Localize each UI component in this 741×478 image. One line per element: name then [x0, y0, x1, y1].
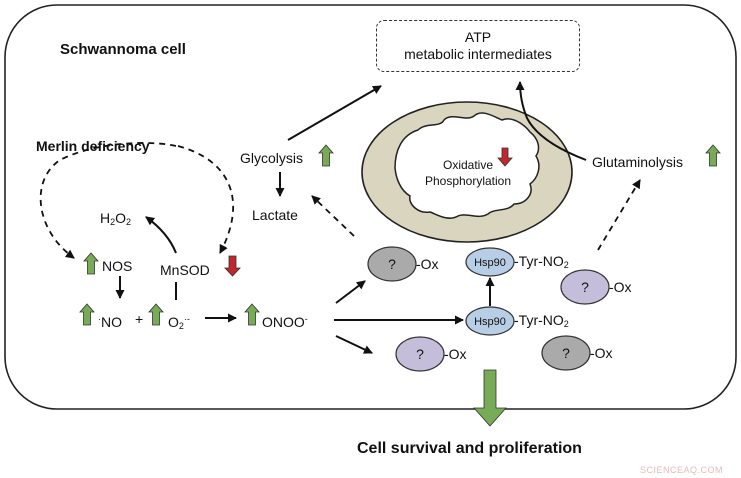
dashed-arrow-merlin-to-nos [39, 142, 177, 259]
mitochondrion-cristae [394, 112, 540, 219]
tyr-no2-label-bottom: -Tyr-NO2 [514, 312, 569, 332]
down-arrow-icon-oxphos [497, 147, 513, 167]
up-arrow-icon-onoo [244, 303, 260, 326]
down-arrow-icon-mnsod [224, 255, 241, 277]
up-arrow-icon-nos [83, 252, 99, 275]
unknown-target-1 [367, 246, 417, 282]
unknown-label-1: ? [388, 256, 396, 272]
unknown-label-2: ? [581, 279, 589, 295]
unknown-label-4: ? [562, 345, 570, 361]
tyr-no2-sub-top: 2 [563, 260, 569, 270]
superoxide-sup: ·- [183, 314, 190, 324]
ox-label-1: -Ox [416, 256, 439, 272]
up-arrow-icon-no [79, 303, 95, 326]
unknown-target-4 [541, 335, 591, 371]
up-arrow-icon-glutaminolysis [705, 144, 721, 167]
dashed-arrow-to-glycolysis [311, 195, 355, 237]
survival-arrow-icon [473, 369, 507, 427]
dashed-arrow-merlin-to-mnsod [177, 145, 235, 254]
cell-survival-label: Cell survival and proliferation [357, 440, 582, 457]
arrow-glycolysis-to-atp [287, 85, 382, 141]
h2o2-sub1: 2 [110, 217, 116, 227]
tyr-no2-sub-bottom: 2 [563, 319, 569, 329]
oxphos-line2: Phosphorylation [424, 174, 512, 188]
dashed-arrow-to-glutaminolysis [597, 179, 641, 251]
hsp90-ellipse-top [465, 247, 515, 277]
watermark: SCIENCEAQ.COM [640, 465, 724, 475]
glutaminolysis-label: Glutaminolysis [592, 154, 684, 170]
merlin-deficiency-label: Merlin deficiency [36, 138, 150, 154]
peroxynitrite-label: ONOO- [262, 311, 308, 330]
arrow-glutaminolysis-to-atp [515, 81, 587, 161]
atp-label: ATP [464, 29, 492, 45]
h2o2-label: H2O2 [100, 210, 131, 230]
onoo-sup: - [304, 314, 308, 324]
atp-box: ATP metabolic intermediates [376, 20, 580, 72]
plus-sign: + [135, 311, 144, 327]
metabolic-intermediates-label: metabolic intermediates [404, 46, 552, 62]
ox-label-3: -Ox [444, 346, 467, 362]
arrow-onoo-to-unknown-1 [335, 280, 366, 304]
superoxide-sub: 2 [178, 321, 184, 331]
unknown-target-3 [395, 336, 445, 372]
h2o2-sub2: 2 [126, 217, 132, 227]
oxphos-line1: Oxidative [442, 158, 494, 172]
arrow-mnsod-to-h2o2 [145, 216, 177, 254]
glycolysis-label: Glycolysis [240, 150, 304, 166]
ox-label-4: -Ox [590, 345, 613, 361]
ox-label-2: -Ox [609, 279, 632, 295]
hsp90-label-top: Hsp90 [474, 257, 506, 269]
cell-membrane [4, 4, 737, 410]
onoo-text: ONOO [262, 314, 305, 330]
nitric-oxide-label: ·NO [98, 311, 122, 330]
superoxide-label: O2·- [168, 311, 190, 334]
hsp90-label-bottom: Hsp90 [474, 316, 506, 328]
up-arrow-icon-superoxide [148, 303, 164, 326]
superoxide-o: O [168, 314, 179, 330]
hsp90-ellipse-bottom [465, 306, 515, 336]
unknown-label-3: ? [416, 346, 424, 362]
cell-title: Schwannoma cell [60, 41, 186, 58]
arrow-onoo-to-unknown-3 [335, 335, 373, 354]
oxidative-phosphorylation-label: Oxidative Phosphorylation [413, 157, 523, 189]
up-arrow-icon-glycolysis [318, 144, 334, 167]
tyr-no2-base-top: -Tyr-NO [514, 253, 564, 269]
h2o2-o: O [115, 210, 127, 226]
tyr-no2-label-top: -Tyr-NO2 [514, 253, 569, 273]
no-radical-dot: · [98, 314, 101, 324]
no-text: NO [101, 314, 122, 330]
mnsod-label: MnSOD [160, 262, 210, 278]
lactate-label: Lactate [252, 207, 298, 223]
nos-label: NOS [102, 258, 133, 274]
unknown-target-2 [560, 269, 610, 305]
tyr-no2-base-bottom: -Tyr-NO [514, 312, 564, 328]
h2o2-h: H [100, 210, 111, 226]
